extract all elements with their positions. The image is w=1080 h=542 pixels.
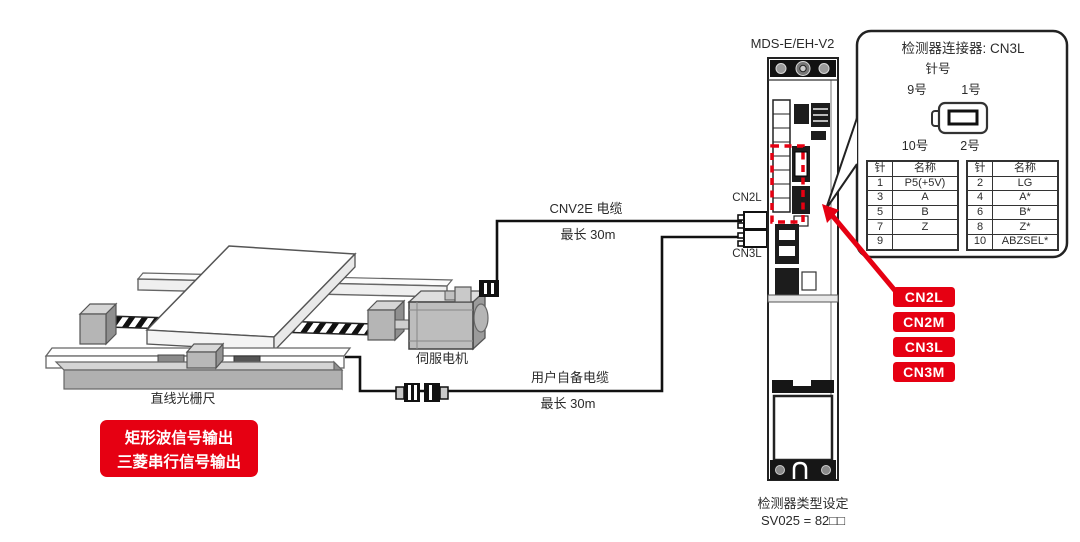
pin-cell: 8 bbox=[966, 219, 993, 235]
cn3l-port bbox=[792, 186, 810, 214]
pin-cell: 1 bbox=[866, 175, 893, 192]
linear-scale bbox=[44, 342, 352, 391]
cable-top-length: 最长 30m bbox=[560, 227, 616, 242]
motor-encoder-connector bbox=[479, 280, 499, 297]
name-cell: Z* bbox=[992, 219, 1059, 235]
tag-cn2m: CN2M bbox=[893, 312, 955, 332]
name-cell: A* bbox=[992, 190, 1059, 206]
name-cell: ABZSEL* bbox=[992, 233, 1059, 251]
pin-cell: 3 bbox=[866, 190, 893, 206]
name-cell bbox=[892, 233, 959, 251]
name-cell: B bbox=[892, 204, 959, 221]
pin10-corner-label: 10号 bbox=[901, 139, 929, 153]
pin-cell: 10 bbox=[966, 233, 993, 251]
scale-reading-head bbox=[185, 342, 225, 370]
pin-col-header: 针 bbox=[866, 160, 893, 177]
tag-cn3l: CN3L bbox=[893, 337, 955, 357]
drive-port-cn2l-label: CN2L bbox=[732, 192, 762, 204]
signal-output-callout: 矩形波信号输出 三菱串行信号输出 bbox=[100, 420, 258, 477]
pin-cell: 7 bbox=[866, 219, 893, 235]
bearing-block bbox=[78, 302, 118, 346]
pin2-corner-label: 2号 bbox=[960, 139, 980, 153]
cable-bottom-length: 最长 30m bbox=[540, 396, 596, 411]
tag-cn2l: CN2L bbox=[893, 287, 955, 307]
pin-cell: 9 bbox=[866, 233, 893, 251]
drive-side-plugs bbox=[737, 211, 768, 248]
name-cell: Z bbox=[892, 219, 959, 235]
pin-cell: 6 bbox=[966, 204, 993, 221]
connector-icon bbox=[931, 101, 989, 135]
drive-port-cn3l-label: CN3L bbox=[732, 248, 762, 260]
drive-unit bbox=[767, 57, 839, 481]
table-row: 9 bbox=[866, 233, 959, 251]
name-col-header: 名称 bbox=[892, 160, 959, 177]
pin1-corner-label: 1号 bbox=[961, 83, 981, 97]
callout-title: 检测器连接器: CN3L bbox=[901, 41, 1025, 56]
coupling-block bbox=[366, 299, 411, 342]
servo-motor bbox=[407, 280, 499, 351]
pin9-corner-label: 9号 bbox=[907, 83, 927, 97]
pin-number-label: 针号 bbox=[925, 62, 951, 76]
user-cable-line bbox=[345, 235, 742, 393]
table-top bbox=[145, 245, 357, 353]
cnv2e-cable-line bbox=[495, 219, 742, 280]
signal-output-line2: 三菱串行信号输出 bbox=[116, 453, 241, 471]
inline-cable-connectors bbox=[395, 383, 449, 402]
detector-type-setting-label: 检测器类型设定 bbox=[757, 496, 849, 511]
name-cell: B* bbox=[992, 204, 1059, 221]
drive-title: MDS-E/EH-V2 bbox=[750, 36, 835, 51]
sv025-parameter-label: SV025 = 82□□ bbox=[760, 513, 845, 528]
pin-cell: 5 bbox=[866, 204, 893, 221]
name-cell: LG bbox=[992, 175, 1059, 192]
signal-output-line1: 矩形波信号输出 bbox=[124, 429, 234, 447]
highlight-dashed-box bbox=[770, 144, 805, 224]
pin-cell: 4 bbox=[966, 190, 993, 206]
servo-motor-label: 伺服电机 bbox=[415, 351, 468, 366]
pin-col-header: 针 bbox=[966, 160, 993, 177]
name-cell: P5(+5V) bbox=[892, 175, 959, 192]
pin-cell: 2 bbox=[966, 175, 993, 192]
machine-assembly bbox=[44, 245, 499, 391]
name-cell: A bbox=[892, 190, 959, 206]
cable-top-name: CNV2E 电缆 bbox=[549, 201, 623, 216]
name-col-header: 名称 bbox=[992, 160, 1059, 177]
red-arrow bbox=[822, 204, 899, 295]
tag-cn3m: CN3M bbox=[893, 362, 955, 382]
cable-bottom-name: 用户自备电缆 bbox=[530, 370, 609, 385]
linear-scale-label: 直线光栅尺 bbox=[150, 391, 216, 406]
